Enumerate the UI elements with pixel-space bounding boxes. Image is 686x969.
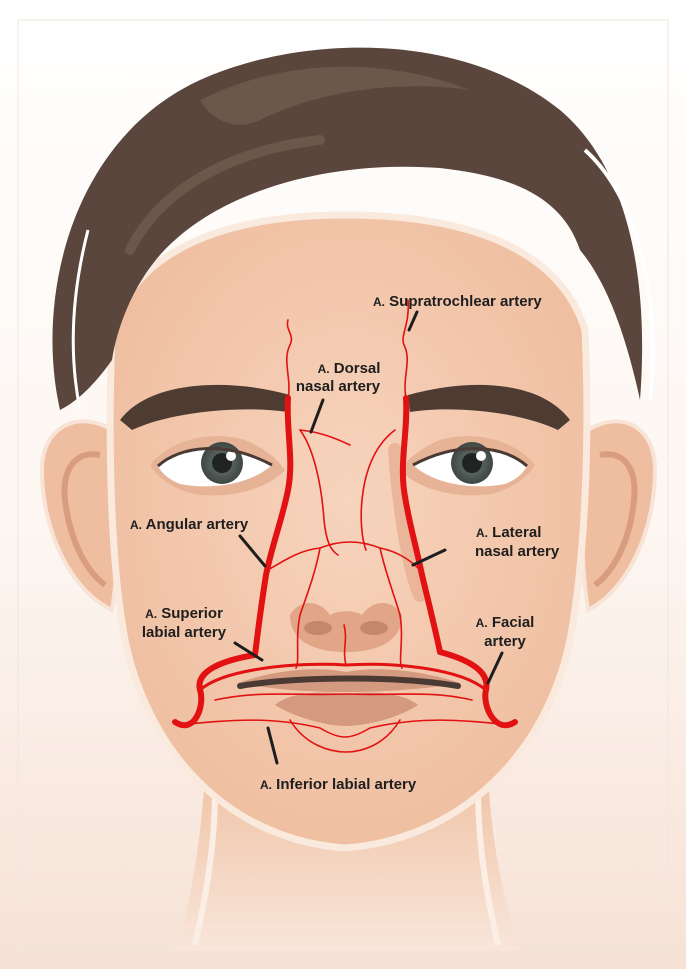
label-lateral-nasal-line2: nasal artery (475, 543, 560, 560)
label-inferior-labial: A. Inferior labial artery (260, 776, 417, 793)
label-facial: A. Facial (476, 614, 535, 631)
columellar-branch (344, 625, 346, 665)
label-dorsal-nasal: A. Dorsal (318, 360, 381, 377)
label-supratrochlear: A. Supratrochlear artery (373, 293, 542, 310)
label-superior-labial-line2: labial artery (142, 624, 227, 641)
right-nostril (360, 621, 388, 635)
label-facial-line2: artery (484, 633, 526, 650)
left-nostril (304, 621, 332, 635)
right-eye-glint (476, 451, 486, 461)
label-superior-labial: A. Superior (145, 605, 223, 622)
label-angular: A. Angular artery (130, 516, 249, 533)
label-lateral-nasal: A. Lateral (476, 524, 541, 541)
label-dorsal-nasal-line2: nasal artery (296, 378, 381, 395)
